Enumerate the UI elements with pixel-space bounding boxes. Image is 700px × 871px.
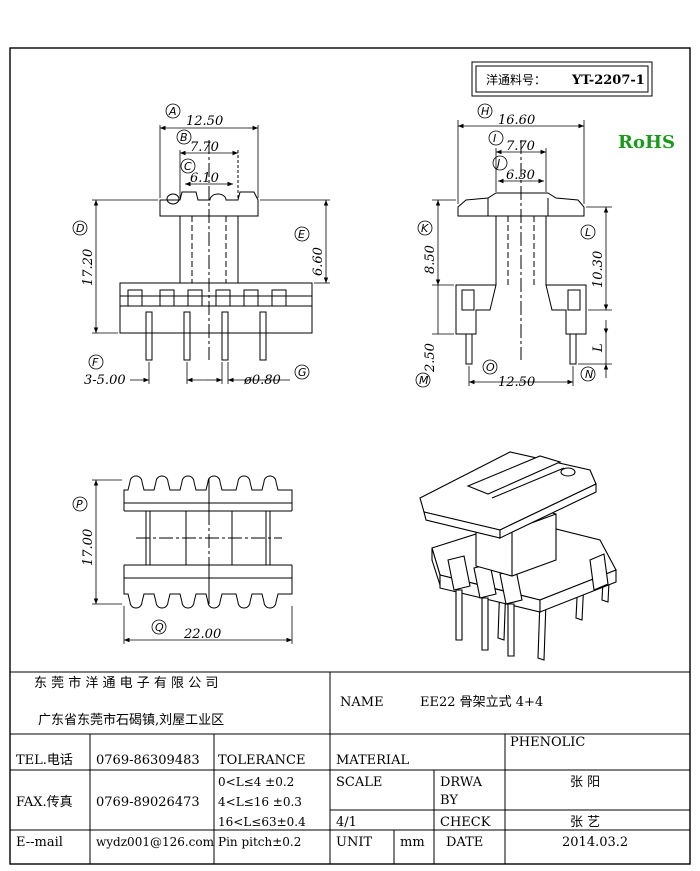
dim-g-value: ø0.80 bbox=[243, 373, 281, 388]
side-view-dimensions bbox=[432, 120, 612, 386]
top-view bbox=[123, 475, 293, 609]
tag-c: C bbox=[184, 160, 192, 173]
dim-f-value: 3-5.00 bbox=[84, 373, 126, 388]
tag-i: I bbox=[493, 132, 496, 145]
title-block bbox=[10, 671, 690, 864]
dim-e-value: 6.60 bbox=[311, 247, 326, 276]
drawn-label-line2: BY bbox=[440, 793, 458, 808]
tag-l: L bbox=[585, 226, 591, 239]
date-label: DATE bbox=[446, 835, 483, 850]
dim-h-value: 16.60 bbox=[498, 113, 535, 128]
tag-h: H bbox=[481, 105, 489, 118]
dim-b-value: 7.70 bbox=[190, 140, 219, 155]
dim-k-value: 8.50 bbox=[423, 245, 438, 274]
drawing-border bbox=[9, 47, 691, 865]
name-label: NAME bbox=[340, 695, 384, 710]
part-number-label: 洋通料号： bbox=[486, 72, 546, 87]
scale-label: SCALE bbox=[336, 775, 382, 790]
tag-b: B bbox=[180, 131, 188, 144]
material-label: MATERIAL bbox=[336, 753, 409, 768]
tolerance-row-4: Pin pitch±0.2 bbox=[218, 835, 301, 849]
front-view bbox=[119, 140, 313, 361]
top-view-dimensions bbox=[92, 479, 293, 644]
part-number-box: 洋通料号： YT-2207-1 bbox=[471, 61, 653, 97]
side-view bbox=[455, 140, 587, 365]
tolerance-row-2: 4<L≤16 ±0.3 bbox=[218, 795, 302, 809]
fax-value: 0769-89026473 bbox=[96, 795, 200, 810]
isometric-view bbox=[419, 451, 617, 661]
dim-c-value: 6.10 bbox=[190, 171, 219, 186]
email-label: E--mail bbox=[16, 835, 63, 850]
tag-d: D bbox=[76, 222, 84, 235]
tag-m: M bbox=[419, 374, 429, 387]
tag-q: Q bbox=[155, 621, 164, 634]
title-block-text: 东 莞 市 洋 通 电 子 有 限 公 司 广东省东莞市石碣镇,刘屋工业区 NA… bbox=[16, 675, 628, 850]
dim-l-value: 10.30 bbox=[591, 251, 606, 288]
front-view-labels: A 12.50 B 7.70 C 6.10 D 17.20 E 6.60 F 3… bbox=[72, 103, 326, 388]
scale-value: 4/1 bbox=[336, 815, 357, 830]
tag-o: O bbox=[486, 361, 495, 374]
tag-e: E bbox=[298, 228, 305, 241]
company-name: 东 莞 市 洋 通 电 子 有 限 公 司 bbox=[34, 675, 218, 691]
fax-label: FAX.传真 bbox=[16, 795, 73, 810]
tag-g: G bbox=[298, 366, 307, 379]
dim-p-value: 17.00 bbox=[81, 529, 96, 566]
front-view-dimensions bbox=[92, 125, 330, 384]
tag-f: F bbox=[92, 356, 99, 369]
side-view-labels: H 16.60 I 7.70 J 6.30 K 8.50 L 10.30 M 2… bbox=[415, 103, 606, 390]
dim-q-value: 22.00 bbox=[183, 627, 221, 642]
tel-label: TEL.电话 bbox=[16, 753, 73, 768]
check-label: CHECK bbox=[440, 815, 491, 830]
tolerance-row-1: 0<L≤4 ±0.2 bbox=[218, 775, 294, 789]
material-value: PHENOLIC bbox=[510, 735, 585, 750]
dim-m-value: 2.50 bbox=[423, 343, 438, 373]
tel-value: 0769-86309483 bbox=[96, 753, 200, 768]
tolerance-label: TOLERANCE bbox=[218, 753, 305, 768]
drawn-by: 张 阳 bbox=[570, 775, 600, 790]
dim-i-value: 7.70 bbox=[506, 139, 535, 154]
dim-a-value: 12.50 bbox=[186, 114, 223, 129]
date-value: 2014.03.2 bbox=[562, 835, 628, 850]
company-address: 广东省东莞市石碣镇,刘屋工业区 bbox=[38, 712, 224, 728]
tag-k: K bbox=[421, 222, 429, 235]
dim-n-value: L bbox=[591, 343, 606, 353]
dim-j-value: 6.30 bbox=[506, 168, 535, 183]
tag-p: P bbox=[76, 498, 83, 511]
dim-d-value: 17.20 bbox=[81, 249, 96, 286]
rohs-mark: RoHS bbox=[618, 132, 675, 153]
checked-by: 张 艺 bbox=[570, 815, 600, 830]
top-view-labels: P 17.00 Q 22.00 bbox=[72, 496, 221, 642]
tolerance-row-3: 16<L≤63±0.4 bbox=[218, 815, 306, 829]
drawn-label-line1: DRWA bbox=[440, 775, 483, 790]
tag-n: N bbox=[585, 368, 593, 381]
tag-a: A bbox=[168, 105, 177, 118]
unit-label: UNIT bbox=[336, 835, 372, 850]
name-value: EE22 骨架立式 4+4 bbox=[420, 695, 543, 710]
unit-value: mm bbox=[400, 835, 425, 850]
part-number: YT-2207-1 bbox=[571, 73, 645, 88]
tag-j: J bbox=[495, 157, 500, 170]
dim-o-value: 12.50 bbox=[498, 375, 535, 390]
email-value: wydz001@126.com bbox=[96, 835, 215, 849]
